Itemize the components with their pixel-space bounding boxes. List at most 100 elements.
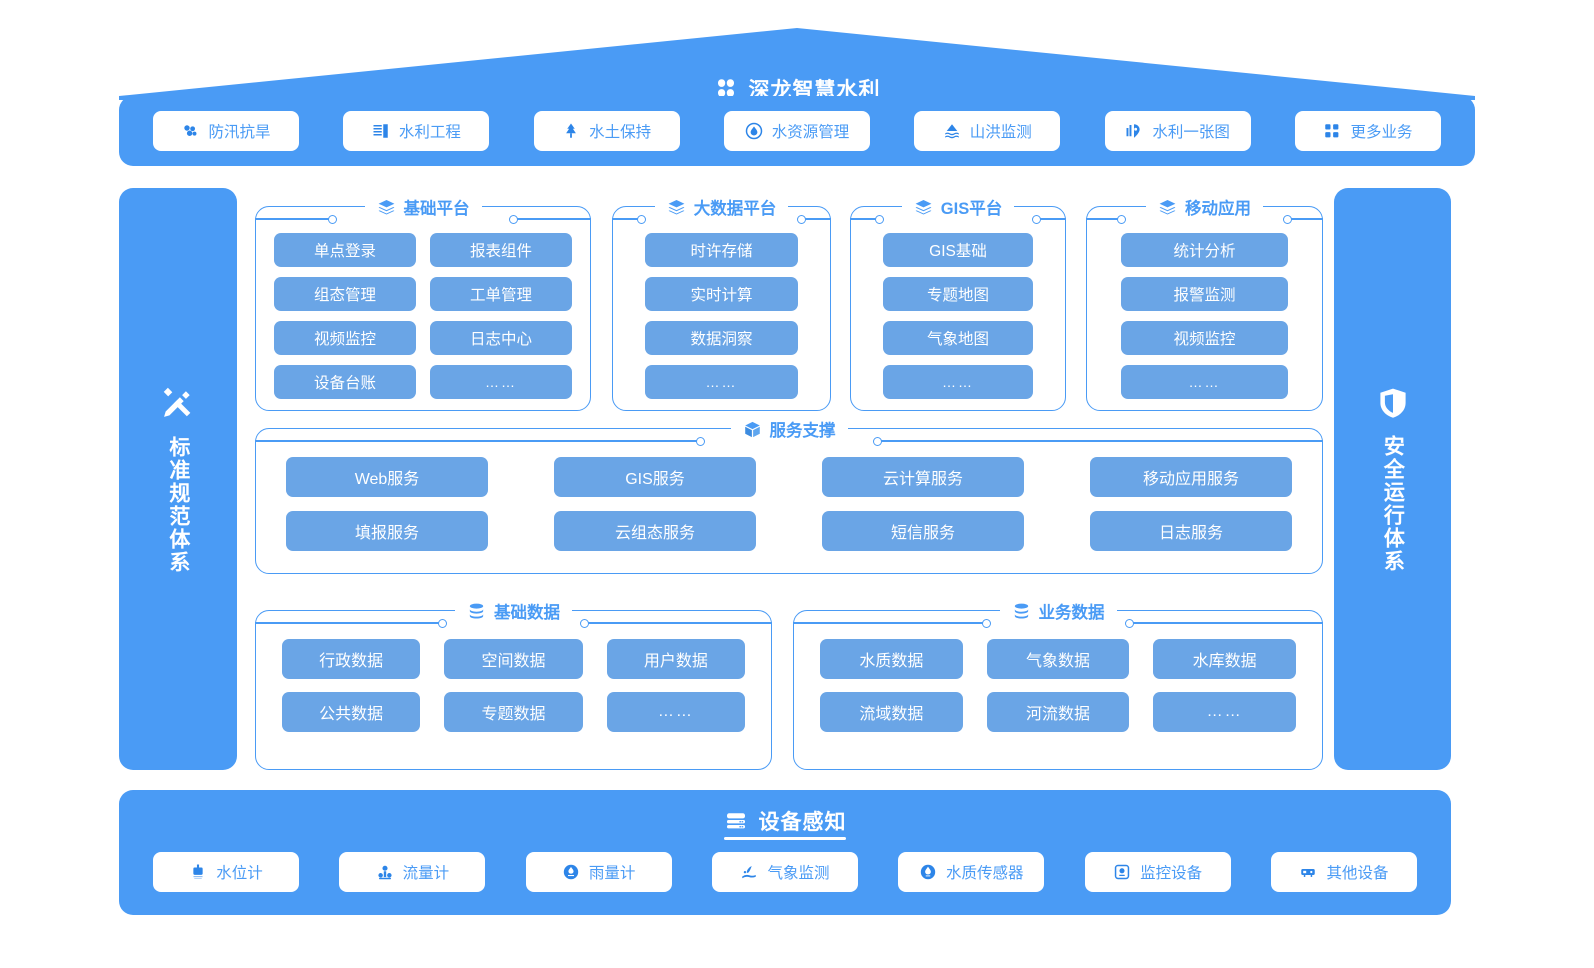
platform-item[interactable]: 时许存储 <box>645 233 798 267</box>
platform-item[interactable]: 数据洞察 <box>645 321 798 355</box>
data-item[interactable]: 气象数据 <box>986 639 1130 679</box>
database-icon <box>1012 602 1031 621</box>
platform-item[interactable]: 报警监测 <box>1121 277 1288 311</box>
ruler-pencil-icon <box>159 384 197 422</box>
server-rack-icon <box>724 809 748 833</box>
data-item[interactable]: 河流数据 <box>986 692 1130 732</box>
roof-shape <box>119 28 1475 100</box>
panel-title: 大数据平台 <box>693 200 777 218</box>
weather-station-icon <box>740 863 758 881</box>
map-chart-icon <box>1125 122 1143 140</box>
left-pillar-label: 标准规范体系 <box>166 436 190 574</box>
device-chip-water-quality-sensor[interactable]: 水质传感器 <box>898 852 1045 892</box>
data-item[interactable]: 行政数据 <box>282 639 421 679</box>
right-pillar-security: 安全运行体系 <box>1334 188 1451 770</box>
device-chip-label: 监控设备 <box>1140 865 1203 882</box>
service-item[interactable]: 移动应用服务 <box>1090 457 1292 497</box>
camera-icon <box>1113 863 1131 881</box>
layers-icon <box>667 198 686 217</box>
device-perception-bar: 设备感知 水位计 <box>119 790 1451 915</box>
device-chip-label: 流量计 <box>402 865 450 882</box>
layers-icon <box>377 198 396 217</box>
business-tab-more[interactable]: 更多业务 <box>1294 111 1441 151</box>
layers-icon <box>1158 198 1177 217</box>
rain-gauge-icon <box>562 863 580 881</box>
platform-item[interactable]: 报表组件 <box>430 233 572 267</box>
platform-item[interactable]: 日志中心 <box>430 321 572 355</box>
business-tab-label: 水土保持 <box>589 124 652 141</box>
panel-title: 业务数据 <box>1038 604 1105 622</box>
service-item[interactable]: 填报服务 <box>286 511 488 551</box>
device-chip-label: 其他设备 <box>1326 865 1389 882</box>
device-chip-water-level-gauge[interactable]: 水位计 <box>153 852 299 892</box>
left-pillar-standards: 标准规范体系 <box>119 188 237 770</box>
business-tab-label: 水利一张图 <box>1152 124 1230 141</box>
service-item[interactable]: Web服务 <box>286 457 488 497</box>
platform-panel-bigdata: 大数据平台 时许存储 实时计算 数据洞察 …… <box>612 195 831 411</box>
tree-conservation-icon <box>562 122 580 140</box>
business-tab-flood-control[interactable]: 防汛抗旱 <box>153 111 299 151</box>
service-item[interactable]: 云组态服务 <box>554 511 756 551</box>
platform-item[interactable]: 工单管理 <box>430 277 572 311</box>
panel-title: 移动应用 <box>1185 200 1251 218</box>
platform-item[interactable]: 组态管理 <box>274 277 416 311</box>
platform-item[interactable]: GIS基础 <box>883 233 1033 267</box>
data-item[interactable]: 用户数据 <box>606 639 745 679</box>
data-item[interactable]: 水库数据 <box>1153 639 1296 679</box>
device-chip-rain-gauge[interactable]: 雨量计 <box>525 852 672 892</box>
device-chip-flow-meter[interactable]: 流量计 <box>339 852 486 892</box>
service-item[interactable]: 短信服务 <box>822 511 1024 551</box>
data-item[interactable]: 专题数据 <box>444 692 583 732</box>
data-item-more[interactable]: …… <box>1153 692 1296 732</box>
service-item[interactable]: 日志服务 <box>1090 511 1292 551</box>
business-tab-soil-conservation[interactable]: 水土保持 <box>533 111 680 151</box>
main-architecture-area: 基础平台 单点登录 报表组件 组态管理 工单管理 视频监控 日志中心 设备台账 … <box>255 188 1323 770</box>
data-item[interactable]: 水质数据 <box>820 639 963 679</box>
device-chip-label: 雨量计 <box>588 865 636 882</box>
service-support-panel: 服务支撑 Web服务 GIS服务 云计算服务 移动应用服务 填报服务 云组态服务… <box>255 417 1323 574</box>
roof-banner: 深龙智慧水利 <box>119 28 1475 122</box>
platform-item-more[interactable]: …… <box>645 365 798 399</box>
device-chip-label: 水位计 <box>216 865 263 882</box>
flood-control-icon <box>181 122 199 140</box>
panel-title: 服务支撑 <box>769 422 836 440</box>
platform-item-more[interactable]: …… <box>1121 365 1288 399</box>
business-tab-label: 水利工程 <box>398 124 461 141</box>
platform-item-more[interactable]: …… <box>430 365 572 399</box>
service-item[interactable]: 云计算服务 <box>822 457 1024 497</box>
business-tab-label: 防汛抗旱 <box>208 124 271 141</box>
platform-item-more[interactable]: …… <box>883 365 1033 399</box>
business-tabs-bar: 防汛抗旱 水利工程 水土保持 水资源管理 <box>119 96 1475 166</box>
platform-item[interactable]: 视频监控 <box>1121 321 1288 355</box>
device-chip-label: 气象监测 <box>767 865 830 882</box>
data-item[interactable]: 公共数据 <box>282 692 421 732</box>
device-chip-weather-station[interactable]: 气象监测 <box>711 852 858 892</box>
service-item[interactable]: GIS服务 <box>554 457 756 497</box>
data-item-more[interactable]: …… <box>606 692 745 732</box>
business-tab-water-engineering[interactable]: 水利工程 <box>343 111 490 151</box>
device-perception-title: 设备感知 <box>758 811 847 834</box>
platform-item[interactable]: 专题地图 <box>883 277 1033 311</box>
device-chip-row: 水位计 流量计 雨量计 <box>119 852 1451 892</box>
right-pillar-label: 安全运行体系 <box>1381 435 1405 573</box>
platform-panel-gis: GIS平台 GIS基础 专题地图 气象地图 …… <box>850 195 1066 411</box>
business-tab-water-resource-mgmt[interactable]: 水资源管理 <box>723 111 870 151</box>
platform-item[interactable]: 气象地图 <box>883 321 1033 355</box>
data-item[interactable]: 空间数据 <box>444 639 583 679</box>
platform-panel-mobile: 移动应用 统计分析 报警监测 视频监控 …… <box>1086 195 1323 411</box>
platform-item[interactable]: 统计分析 <box>1121 233 1288 267</box>
business-tab-mountain-flood[interactable]: 山洪监测 <box>914 111 1061 151</box>
business-tab-water-map[interactable]: 水利一张图 <box>1104 111 1251 151</box>
device-chip-camera[interactable]: 监控设备 <box>1084 852 1231 892</box>
platform-item[interactable]: 视频监控 <box>274 321 416 355</box>
platform-item[interactable]: 实时计算 <box>645 277 798 311</box>
device-chip-label: 水质传感器 <box>946 865 1024 882</box>
database-icon <box>467 602 486 621</box>
platform-item[interactable]: 设备台账 <box>274 365 416 399</box>
device-perception-underline <box>724 837 846 840</box>
platform-item[interactable]: 单点登录 <box>274 233 416 267</box>
data-item[interactable]: 流域数据 <box>820 692 963 732</box>
device-chip-other[interactable]: 其他设备 <box>1270 852 1417 892</box>
panel-title: GIS平台 <box>940 200 1003 218</box>
grid-squares-icon <box>1323 122 1341 140</box>
